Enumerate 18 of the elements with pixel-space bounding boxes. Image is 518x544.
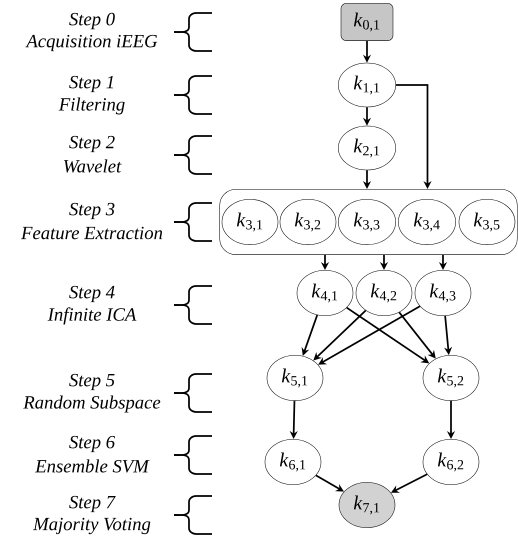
step-label: Step 0 bbox=[69, 12, 115, 30]
step-label: Step 7 bbox=[69, 496, 116, 512]
step-label: Feature Extraction bbox=[20, 226, 162, 240]
step-label: Majority Voting bbox=[32, 518, 150, 534]
step-label: Random Subspace bbox=[23, 396, 160, 412]
step-label: Wavelet bbox=[64, 159, 122, 173]
step-label: Step 4 bbox=[69, 286, 115, 302]
step-label: Acquisition iEEG bbox=[25, 34, 158, 52]
step-label: Step 1 bbox=[69, 76, 114, 92]
step-label: Step 3 bbox=[69, 202, 114, 220]
step-label: Infinite ICA bbox=[48, 307, 136, 325]
group-box bbox=[219, 189, 518, 255]
step-label: Ensemble SVM bbox=[35, 459, 150, 473]
node-box: k$_{0,1}$ bbox=[340, 3, 394, 41]
step-label: Step 2 bbox=[69, 136, 115, 152]
step-label: Step 6 bbox=[69, 436, 115, 452]
step-label: Step 5 bbox=[69, 374, 115, 390]
step-label: Filtering bbox=[58, 98, 125, 114]
